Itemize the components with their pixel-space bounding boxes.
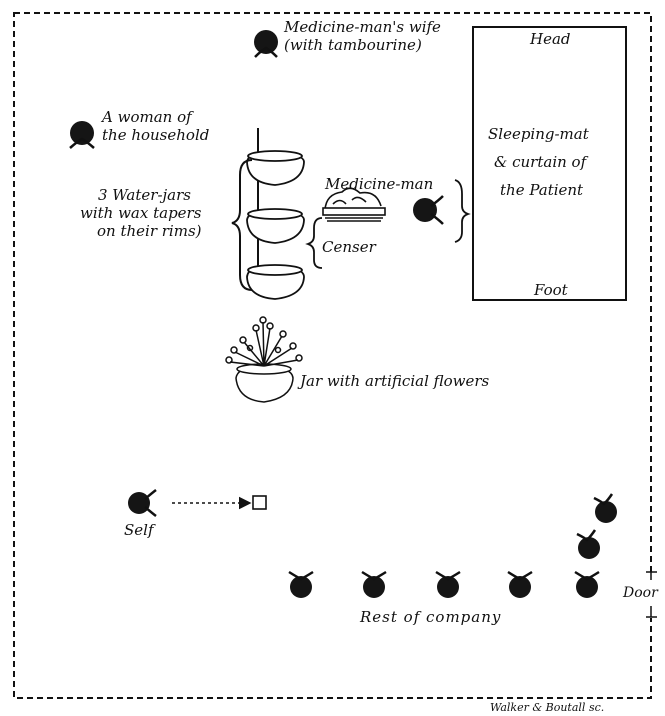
head-label: Head: [530, 30, 571, 48]
self-figure-icon: [128, 489, 157, 517]
engraver-credit: Walker & Boutall sc.: [490, 701, 605, 714]
mat-label-line1: Sleeping-mat: [488, 125, 589, 143]
door-marker: [646, 571, 657, 618]
company-label: Rest of company: [360, 608, 502, 626]
jars-label-line3: on their rims): [97, 222, 202, 240]
wife-label-line1: Medicine-man's wife: [284, 18, 441, 36]
room-outline: [13, 12, 652, 699]
self-label: Self: [124, 521, 154, 539]
woman-figure-icon: [69, 121, 95, 149]
jars-label-line2: with wax tapers: [80, 204, 202, 222]
wife-label-line2: (with tambourine): [284, 36, 422, 54]
mat-label-line3: the Patient: [500, 181, 584, 199]
woman-label-line1: A woman of: [102, 108, 192, 126]
company-figure-icon: [574, 570, 600, 598]
censer-brace: [305, 217, 323, 269]
flowers-label: Jar with artificial flowers: [300, 372, 490, 390]
water-jar-icon: [246, 150, 305, 186]
medicine-man-brace: [454, 179, 471, 243]
water-jar-icon: [246, 264, 305, 300]
company-figure-icon: [593, 493, 617, 523]
woman-label-line2: the household: [102, 126, 210, 144]
flower-jar-icon: [225, 316, 303, 403]
mat-label-line2: & curtain of: [494, 153, 587, 171]
medicine-man-label: Medicine-man: [325, 175, 434, 193]
company-figure-icon: [507, 570, 533, 598]
wife-figure-icon: [254, 30, 278, 58]
door-label: Door: [623, 585, 658, 601]
foot-label: Foot: [534, 281, 568, 299]
company-figure-icon: [435, 570, 461, 598]
sleeping-mat: [472, 26, 627, 301]
company-figure-icon: [361, 570, 387, 598]
jars-brace: [231, 159, 253, 291]
company-figure-icon: [288, 570, 314, 598]
censer-icon: [322, 187, 386, 222]
target-square: [252, 495, 267, 510]
jars-label-line1: 3 Water-jars: [98, 186, 191, 204]
medicine-man-figure-icon: [413, 195, 444, 225]
censer-label: Censer: [322, 238, 376, 256]
water-jar-icon: [246, 208, 305, 244]
company-figure-icon: [576, 529, 600, 559]
